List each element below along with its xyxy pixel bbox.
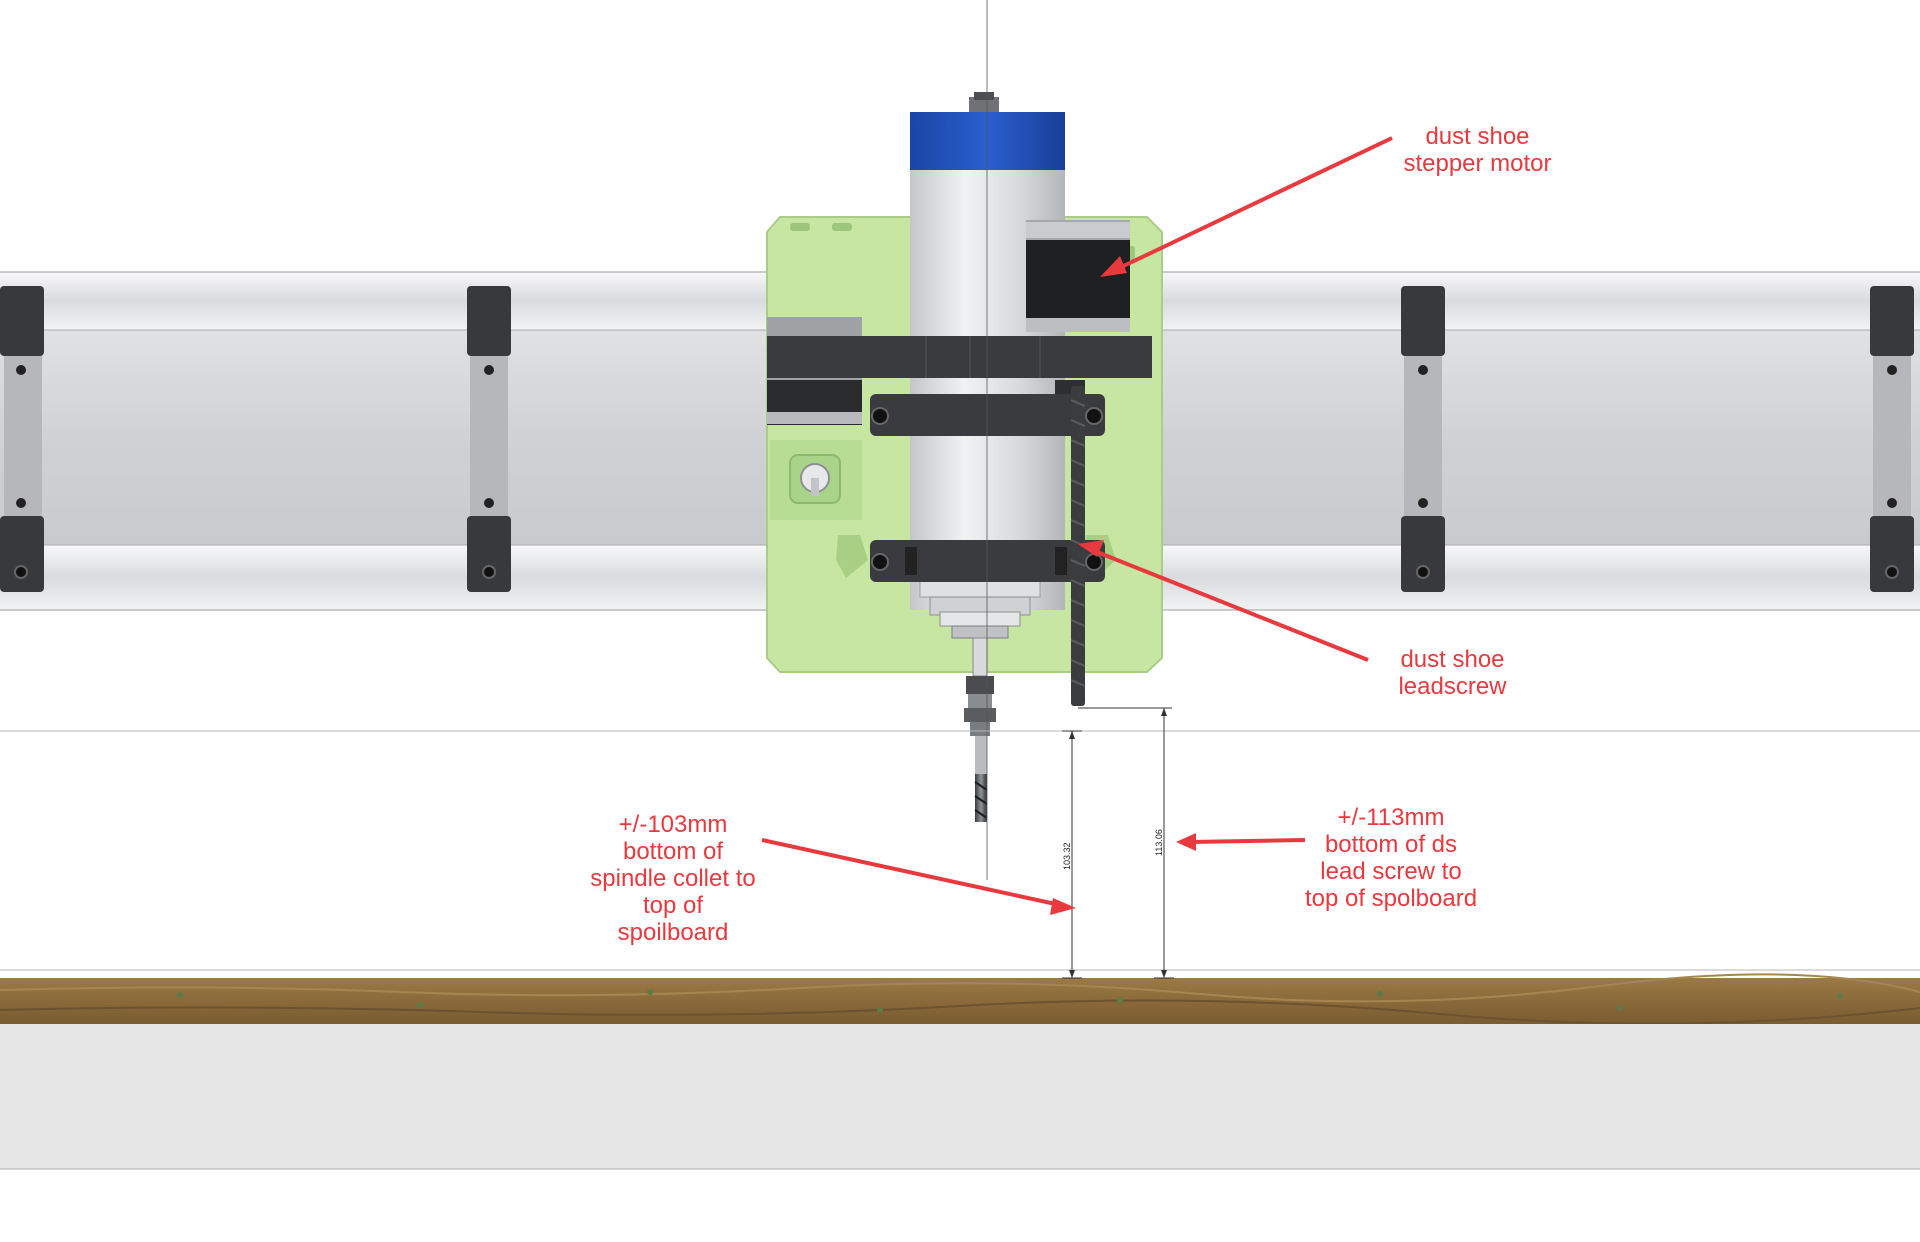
collet-to-spoilboard-label: +/-103mm bottom of spindle collet to top… <box>590 811 756 946</box>
collet-dimension: 103.32 <box>1062 730 1082 979</box>
arrow-to-stepper <box>1100 136 1393 277</box>
spoilboard <box>0 973 1920 1025</box>
leadscrew-to-spoilboard-label: +/-113mm bottom of ds lead screw to top … <box>1304 804 1478 912</box>
dust-shoe-leadscrew-label: dust shoe leadscrew <box>1398 646 1507 700</box>
dust-shoe-stepper-motor <box>1026 220 1130 332</box>
rail-bracket <box>467 286 511 592</box>
collet-dimension-value: 103.32 <box>1062 842 1072 870</box>
arrow-to-leadscrew <box>1078 540 1369 662</box>
dust-shoe-leadscrew <box>1055 380 1086 706</box>
rail-bracket <box>0 286 44 592</box>
base-table <box>0 1024 1920 1169</box>
spindle-clamp-bottom <box>870 540 1105 582</box>
rail-bracket <box>1401 286 1445 592</box>
leadscrew-dimension: 113.06 <box>1078 707 1174 979</box>
dust-shoe-stepper-motor-label: dust shoe stepper motor <box>1403 123 1552 177</box>
arrow-to-collet-dimension <box>761 838 1076 915</box>
arrow-to-leadscrew-dimension <box>1176 833 1306 851</box>
spindle-clamp-top <box>767 336 1152 436</box>
leadscrew-dimension-value: 113.06 <box>1154 829 1164 856</box>
spindle-cap <box>910 112 1065 174</box>
rail-bracket <box>1870 286 1914 592</box>
end-mill-bit <box>974 736 988 822</box>
